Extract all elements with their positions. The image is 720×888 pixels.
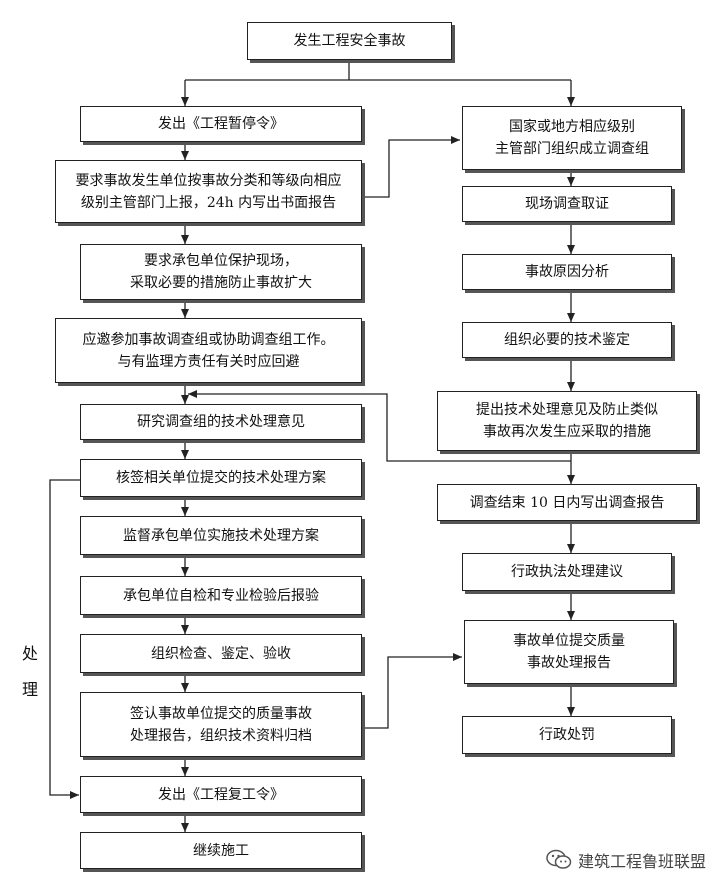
flow-box-text: 要求承包单位保护现场， <box>144 253 298 269</box>
flow-box-supervise-plan: 监督承包单位实施技术处理方案 <box>80 516 362 555</box>
flow-box-text: 调查结束 10 日内写出调查报告 <box>469 494 665 511</box>
watermark-text: 建筑工程鲁班联盟 <box>577 852 706 871</box>
flow-box-text: 继续施工 <box>193 842 249 859</box>
flow-box-stop-order: 发出《工程暂停令》 <box>80 106 362 142</box>
flow-box-report-upward: 要求事故发生单位按事故分类和等级向相应 级别主管部门上报，24h 内写出书面报告 <box>55 160 362 223</box>
flow-box-text: 提出技术处理意见及防止类似 <box>476 402 658 418</box>
flow-box-site-evidence: 现场调查取证 <box>462 186 672 222</box>
flow-box-start: 发生工程安全事故 <box>247 22 452 60</box>
flow-box-investigation-group: 国家或地方相应级别 主管部门组织成立调查组 <box>462 106 682 170</box>
flow-box-text: 核签相关单位提交的技术处理方案 <box>116 470 326 486</box>
flow-box-text: 组织检查、鉴定、验收 <box>151 645 291 662</box>
flow-box-text: 发出《工程复工令》 <box>158 786 284 803</box>
flow-box-text: 与有监理方责任有关时应回避 <box>117 353 300 370</box>
side-label-char-2: 理 <box>22 680 39 699</box>
flow-box-text: 组织必要的技术鉴定 <box>504 332 630 348</box>
flow-box-accident-report: 事故单位提交质量 事故处理报告 <box>464 620 674 684</box>
flow-box-text: 事故单位提交质量 <box>513 633 625 649</box>
flow-box-text: 国家或地方相应级别 <box>509 119 635 135</box>
flow-box-text: 发出《工程暂停令》 <box>158 116 284 132</box>
flow-box-text: 级别主管部门上报，24h 内写出书面报告 <box>80 194 337 211</box>
flow-box-text: 事故处理报告 <box>527 655 611 671</box>
flow-box-text: 采取必要的措施防止事故扩大 <box>130 275 312 291</box>
flow-box-cause-analysis: 事故原因分析 <box>462 254 672 290</box>
flow-box-sign-report: 签认事故单位提交的质量事故 处理报告，组织技术资料归档 <box>80 692 362 757</box>
wechat-icon <box>546 849 572 869</box>
flow-box-investigation-report: 调查结束 10 日内写出调查报告 <box>437 484 697 521</box>
flow-box-text: 签认事故单位提交的质量事故 <box>130 705 312 722</box>
flow-box-study-opinion: 研究调查组的技术处理意见 <box>80 404 362 440</box>
flow-box-text: 承包单位自检和专业检验后报验 <box>123 587 319 604</box>
watermark: 建筑工程鲁班联盟 <box>546 848 706 872</box>
flow-box-text: 处理报告，组织技术资料归档 <box>130 727 312 744</box>
flow-box-sign-plan: 核签相关单位提交的技术处理方案 <box>80 459 362 497</box>
flow-box-admin-suggestion: 行政执法处理建议 <box>462 553 672 591</box>
flow-box-text: 监督承包单位实施技术处理方案 <box>123 527 319 544</box>
flow-box-text: 行政处罚 <box>539 727 595 743</box>
flow-box-text: 应邀参加事故调查组或协助调查组工作。 <box>82 331 335 348</box>
flow-box-text: 发生工程安全事故 <box>293 33 406 49</box>
flow-box-text: 行政执法处理建议 <box>511 564 623 580</box>
flow-box-admin-penalty: 行政处罚 <box>462 716 672 754</box>
flow-box-tech-appraisal: 组织必要的技术鉴定 <box>462 322 672 358</box>
side-label-char-1: 处 <box>22 644 39 663</box>
flow-box-text: 事故原因分析 <box>525 264 609 280</box>
flow-box-text: 研究调查组的技术处理意见 <box>137 414 305 430</box>
flow-box-text: 要求事故发生单位按事故分类和等级向相应 <box>75 172 342 189</box>
flow-box-self-check: 承包单位自检和专业检验后报验 <box>80 576 362 615</box>
flow-box-resume-order: 发出《工程复工令》 <box>80 776 362 813</box>
flow-box-continue: 继续施工 <box>80 832 362 869</box>
flow-box-propose-measures: 提出技术处理意见及防止类似 事故再次发生应采取的措施 <box>437 391 697 451</box>
flow-box-join-investigation: 应邀参加事故调查组或协助调查组工作。 与有监理方责任有关时应回避 <box>55 318 362 383</box>
flow-box-text: 事故再次发生应采取的措施 <box>483 424 651 440</box>
flow-box-text: 现场调查取证 <box>525 196 609 212</box>
flow-box-protect-site: 要求承包单位保护现场， 采取必要的措施防止事故扩大 <box>80 244 362 300</box>
flow-box-inspect-accept: 组织检查、鉴定、验收 <box>80 634 362 673</box>
flow-box-text: 主管部门组织成立调查组 <box>495 141 649 157</box>
